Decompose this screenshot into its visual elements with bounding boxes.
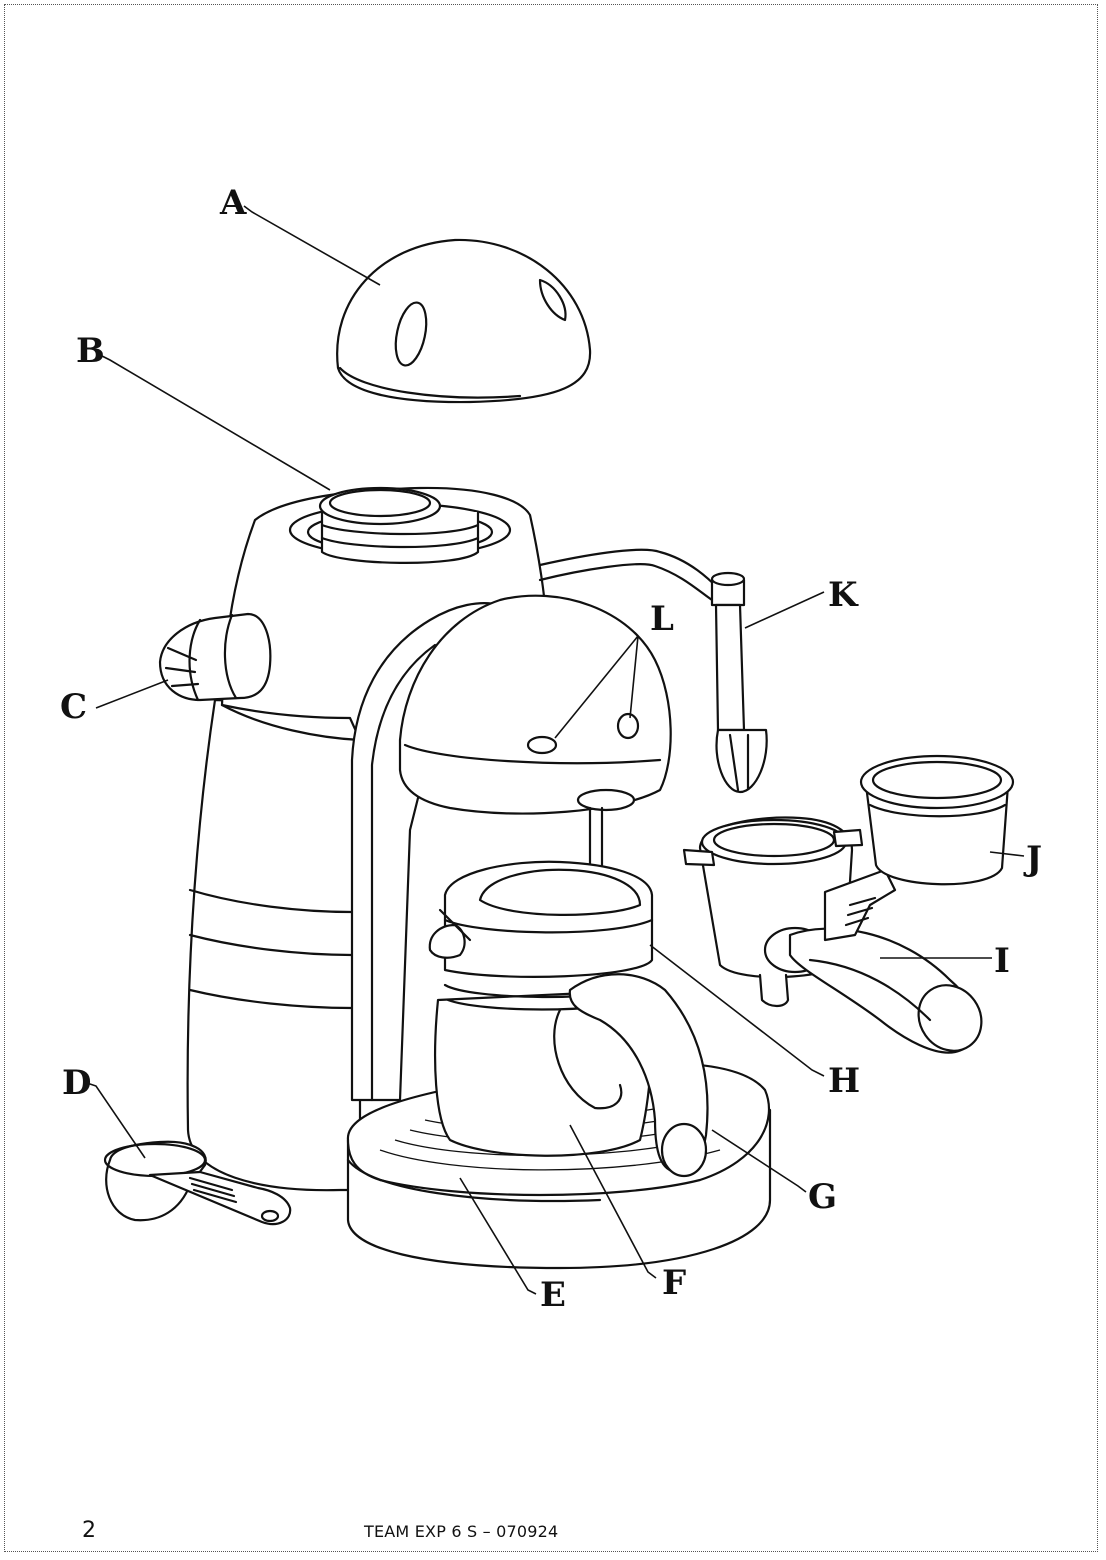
- model-code: TEAM EXP 6 S – 070924: [364, 1522, 559, 1541]
- callout-e: E: [540, 1275, 566, 1315]
- callout-f: F: [662, 1263, 686, 1303]
- leader-lines: [83, 205, 1025, 1295]
- part-h-jug-lid: [428, 860, 654, 978]
- callout-d: D: [62, 1063, 91, 1103]
- part-a-top-cover: [336, 238, 592, 404]
- callout-h: H: [828, 1061, 860, 1101]
- part-i-filter-holder: [682, 816, 983, 1054]
- espresso-machine-diagram: A B C D E F G H I J K L: [60, 183, 1042, 1315]
- callout-g: G: [808, 1177, 837, 1217]
- callout-k: K: [828, 575, 859, 615]
- brew-head: [350, 594, 672, 1102]
- callout-a: A: [219, 183, 247, 223]
- callout-labels: A B C D E F G H I J K L: [60, 183, 1042, 1315]
- part-c-steam-knob: [158, 612, 272, 702]
- part-j-filter-basket: [859, 754, 1015, 886]
- callout-b: B: [76, 331, 105, 371]
- part-d-measuring-spoon: [103, 1140, 292, 1226]
- callout-j: J: [1023, 839, 1042, 879]
- part-f-glass-jug: [434, 973, 709, 1178]
- callout-i: I: [994, 941, 1010, 981]
- part-k-steam-nozzle: [538, 548, 768, 794]
- callout-c: C: [60, 687, 87, 727]
- page-number: 2: [82, 1518, 96, 1543]
- callout-l: L: [650, 599, 674, 639]
- page-border: [4, 4, 1098, 1552]
